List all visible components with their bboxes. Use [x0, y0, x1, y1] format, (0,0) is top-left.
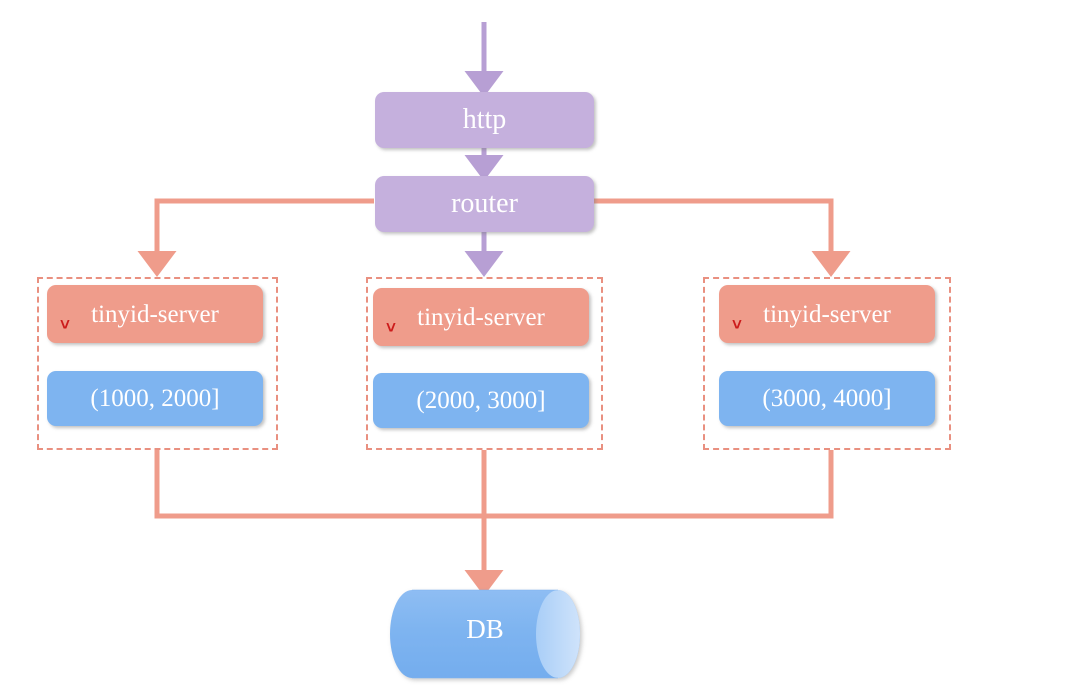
group-right: [703, 277, 951, 450]
node-tinyid-server-middle[interactable]: tinyid-server: [373, 288, 589, 346]
node-tinyid-server-left[interactable]: tinyid-server: [47, 285, 263, 343]
node-range-middle[interactable]: (2000, 3000]: [373, 373, 589, 428]
spellcheck-caret-icon-right: ˅: [732, 315, 742, 334]
node-range-left[interactable]: (1000, 2000]: [47, 371, 263, 426]
edge-left-db: [154, 450, 484, 519]
node-range-middle-label: (2000, 3000]: [416, 387, 546, 414]
edge-router-right: [594, 198, 851, 278]
node-range-right-label: (3000, 4000]: [762, 385, 892, 412]
node-db[interactable]: DB: [412, 614, 558, 645]
node-router[interactable]: router: [375, 176, 594, 232]
node-range-right[interactable]: (3000, 4000]: [719, 371, 935, 426]
spellcheck-caret-icon-left: ˅: [60, 315, 70, 334]
node-tinyid-server-right[interactable]: tinyid-server: [719, 285, 935, 343]
group-left: [37, 277, 278, 450]
node-http[interactable]: http: [375, 92, 594, 148]
edge-right-db: [484, 450, 834, 519]
node-router-label: router: [451, 188, 518, 219]
node-tinyid-server-middle-label: tinyid-server: [417, 303, 545, 331]
node-tinyid-server-left-label: tinyid-server: [91, 300, 219, 328]
node-http-label: http: [462, 104, 507, 135]
node-db-label: DB: [466, 614, 504, 644]
spellcheck-caret-icon-middle: ˅: [386, 318, 396, 337]
node-range-left-label: (1000, 2000]: [90, 385, 220, 412]
node-tinyid-server-right-label: tinyid-server: [763, 300, 891, 328]
group-middle: [366, 277, 603, 450]
edge-router-left: [137, 198, 374, 278]
